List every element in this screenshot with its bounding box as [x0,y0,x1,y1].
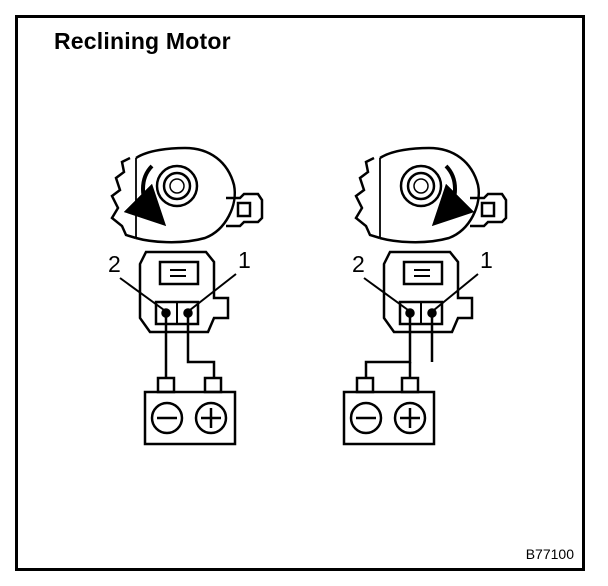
plus-terminal-icon [393,401,427,435]
figure-title: Reclining Motor [54,28,231,54]
left-assembly: 2 1 [108,146,264,446]
right-leader-1 [433,273,479,311]
right-battery [342,376,436,446]
right-wires [364,315,434,378]
rotation-arrow-ccw-icon [123,164,167,227]
left-leader-1 [189,273,237,311]
minus-terminal-icon [150,401,184,435]
left-terminal-label-1: 1 [238,247,251,273]
minus-terminal-icon [349,401,383,435]
right-leader-2 [363,277,409,311]
left-leader-2 [119,277,165,311]
left-terminal-label-2: 2 [108,251,121,277]
right-connector [382,250,474,334]
right-assembly: 2 1 [342,146,508,446]
right-terminal-label-2: 2 [352,251,365,277]
left-battery [143,376,237,446]
figure-code: B77100 [525,546,574,562]
right-terminal-label-1: 1 [480,247,493,273]
figure-frame [15,15,585,571]
plus-terminal-icon [194,401,228,435]
left-motor [110,146,264,244]
right-motor [354,146,508,244]
left-wires [164,315,216,378]
rotation-arrow-cw-icon [431,164,475,227]
left-connector [138,250,230,334]
